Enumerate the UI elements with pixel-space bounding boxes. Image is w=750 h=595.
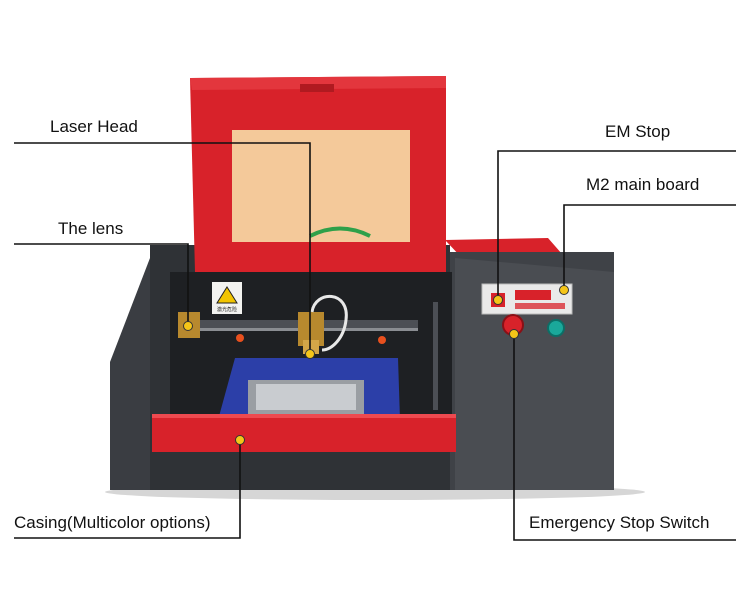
label-casing: Casing(Multicolor options)	[14, 513, 211, 532]
machine-body-right	[455, 258, 614, 490]
callout-line-m2	[563, 204, 736, 290]
warning-sign-text: 激光危险	[217, 306, 237, 313]
side-rail	[433, 302, 438, 410]
callout-line-estop-switch	[513, 334, 736, 541]
callout-line-lens	[14, 243, 189, 326]
callout-line-laser-head	[14, 142, 311, 354]
lid-viewing-window	[232, 130, 410, 242]
front-casing-panel	[152, 414, 456, 452]
label-emergency-stop-switch: Emergency Stop Switch	[529, 513, 710, 532]
indicator-light-left	[236, 334, 244, 342]
m2-display	[515, 290, 551, 300]
work-bed-window-inner	[256, 384, 356, 410]
start-button	[547, 319, 565, 337]
callout-dot-m2	[559, 285, 569, 295]
callout-lines	[14, 142, 736, 541]
callout-line-em-stop	[497, 150, 736, 300]
warning-triangle-icon	[216, 286, 238, 304]
lid-top-edge	[190, 76, 446, 90]
callout-line-casing	[14, 440, 241, 539]
callout-dot-casing	[235, 435, 245, 445]
label-the-lens: The lens	[58, 219, 124, 238]
m2-buttons-row	[515, 303, 565, 309]
callout-dot-em-stop	[493, 295, 503, 305]
callout-dot-estop-switch	[509, 329, 519, 339]
label-m2-main-board: M2 main board	[586, 175, 700, 194]
label-laser-head: Laser Head	[50, 117, 138, 136]
indicator-light-right	[378, 336, 386, 344]
callout-dot-lens	[183, 321, 193, 331]
lid-window-mark	[309, 226, 371, 238]
label-em-stop: EM Stop	[605, 122, 671, 141]
lid-handle	[300, 84, 334, 92]
air-tube	[310, 295, 348, 352]
callout-dot-laser-head	[305, 349, 315, 359]
front-casing-highlight	[152, 414, 456, 418]
